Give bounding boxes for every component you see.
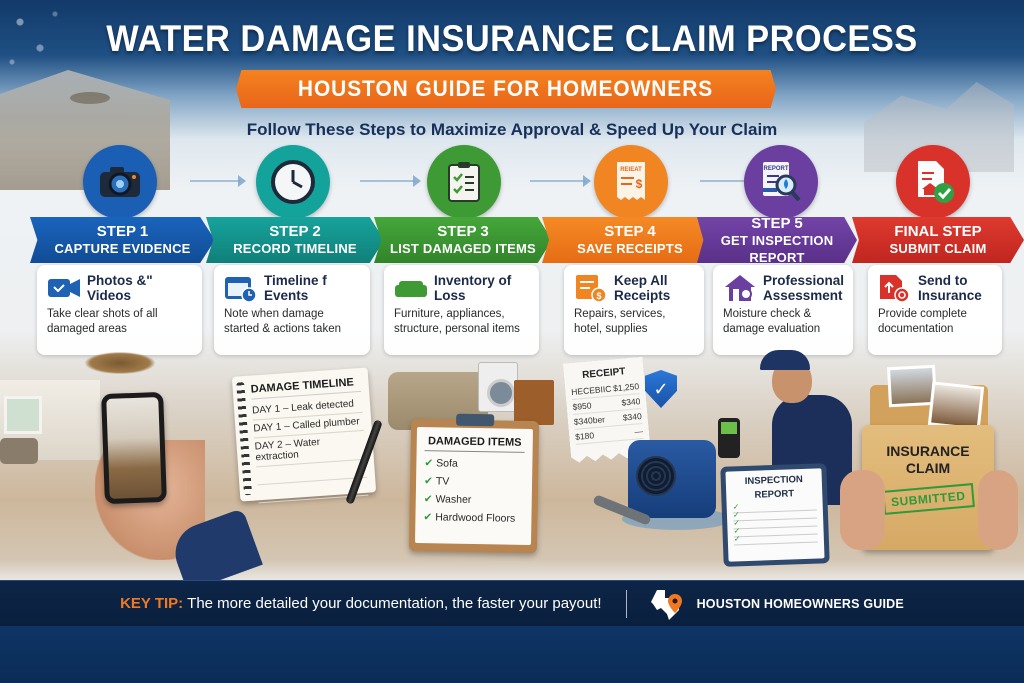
subtitle-text: HOUSTON GUIDE FOR HOMEOWNERS [298,76,714,101]
flow-arrow-icon [360,175,421,187]
report-magnifier-icon: REPORT [744,145,818,219]
step-number: STEP 5 [751,214,803,232]
step-2-banner: STEP 2 RECORD TIMELINE [206,217,384,263]
submitted-stamp: SUBMITTED [881,483,975,515]
raindrops-decoration [0,0,80,80]
technician-cap [760,350,810,370]
clock-icon [256,145,330,219]
step-final-card: Send to Insurance Provide complete docum… [868,265,1002,355]
step-4-card: $ Keep All Receipts Repairs, services, h… [564,265,704,355]
step-number: STEP 3 [437,223,489,240]
key-tip-label: KEY TIP: [120,595,184,612]
smartphone-image [101,391,167,505]
brand: HOUSTON HOMEOWNERS GUIDE [650,588,904,620]
damaged-item: ✔Sofa [424,457,458,470]
camera-icon [83,145,157,219]
damage-photo [927,381,985,431]
svg-text:$: $ [596,291,601,301]
flow-arrow-icon [530,175,591,187]
inspection-title-2: REPORT [754,488,795,501]
step-name: RECORD TIMELINE [233,241,357,256]
step-5-card: Professional Assessment Moisture check &… [713,265,853,355]
shield-check-icon: ✓ [645,370,677,408]
clipboard-title: DAMAGED ITEMS [424,435,525,453]
card-title: Keep All Receipts [614,273,671,303]
damaged-item: ✔TV [423,475,450,488]
upload-document-icon [880,275,910,303]
flow-arrow-icon [190,175,246,187]
video-camera-icon [48,279,80,297]
card-title: Inventory of Loss [434,273,512,303]
card-description: Furniture, appliances, structure, person… [394,308,520,335]
card-description: Provide complete documentation [878,308,967,335]
checkmark-icon: ✔ [423,493,433,506]
flow-arrow-icon [700,175,756,187]
step-1-card: Photos &" Videos Take clear shots of all… [37,265,202,355]
footer-divider [625,589,627,618]
step-5-banner: STEP 5 GET INSPECTION REPORT [697,217,857,263]
folder-title-2: CLAIM [905,460,951,476]
step-final-banner: FINAL STEP SUBMIT CLAIM [852,217,1024,263]
card-title: Timeline f Events [264,273,327,303]
folder-title-1: INSURANCE [886,443,970,459]
inspection-report-clipboard: INSPECTION REPORT [720,463,830,567]
brand-name: HOUSTON HOMEOWNERS GUIDE [696,596,904,611]
document-check-icon [896,145,970,219]
sofa-icon [395,281,427,297]
step-name: SAVE RECEIPTS [577,241,683,256]
subtitle-ribbon: HOUSTON GUIDE FOR HOMEOWNERS [236,70,776,108]
step-name: GET INSPECTION REPORT [720,232,834,265]
key-tip: KEY TIP:The more detailed your documenta… [120,595,601,612]
ceiling-leak-stain [85,352,155,374]
footer-bar: KEY TIP:The more detailed your documenta… [0,580,1024,626]
step-number: FINAL STEP [894,223,982,240]
step-3-card: Inventory of Loss Furniture, appliances,… [384,265,539,355]
tagline: Follow These Steps to Maximize Approval … [246,120,778,139]
step-number: STEP 1 [96,223,149,240]
damaged-item: ✔Hardwood Floors [423,511,516,525]
damaged-item: ✔Washer [423,493,472,506]
dresser-image [514,380,554,425]
step-number: STEP 4 [604,223,656,240]
card-description: Note when damage started & actions taken [224,308,341,335]
checkmark-icon: ✔ [423,475,433,488]
receipt-dollar-icon: $ [576,275,607,303]
card-description: Take clear shots of all damaged areas [47,308,158,335]
page-title: WATER DAMAGE INSURANCE CLAIM PROCESS [106,18,918,59]
card-title: Photos &" Videos [87,273,153,303]
damaged-items-clipboard: DAMAGED ITEMS ✔Sofa ✔TV ✔Washer ✔Hardwoo… [408,413,540,554]
step-name: LIST DAMAGED ITEMS [390,241,536,256]
svg-text:REIEAT: REIEAT [620,167,642,173]
checkmark-icon: ✔ [424,457,434,470]
step-3-banner: STEP 3 LIST DAMAGED ITEMS [374,217,552,263]
bottom-band [0,626,1024,683]
air-mover-image [628,440,716,518]
card-description: Repairs, services, hotel, supplies [574,308,666,335]
step-name: CAPTURE EVIDENCE [54,241,191,256]
moisture-meter-image [718,418,740,458]
svg-text:$: $ [636,177,643,191]
step-name: SUBMIT CLAIM [889,241,987,256]
hand-image [978,470,1018,550]
card-description: Moisture check & damage evaluation [723,308,821,335]
step-2-card: Timeline f Events Note when damage start… [214,265,370,355]
step-1-banner: STEP 1 CAPTURE EVIDENCE [30,217,215,263]
calendar-clock-icon [225,277,257,303]
checklist-clipboard-icon [427,145,501,219]
step-number: STEP 2 [269,223,321,240]
house-inspection-icon [725,275,755,301]
step-4-banner: STEP 4 SAVE RECEIPTS [542,217,718,263]
card-title: Send to Insurance [918,273,982,303]
hand-image [840,470,885,550]
receipt-icon: REIEAT $ [594,145,668,219]
svg-text:REPORT: REPORT [763,166,788,172]
inspection-title-1: INSPECTION [744,474,804,488]
window-image [4,396,42,434]
washer-image [478,362,518,412]
sofa-image [0,438,38,464]
texas-map-pin-icon [650,589,682,620]
checkmark-icon: ✔ [423,511,433,524]
card-title: Professional Assessment [763,273,845,303]
key-tip-text: The more detailed your documentation, th… [187,595,602,612]
